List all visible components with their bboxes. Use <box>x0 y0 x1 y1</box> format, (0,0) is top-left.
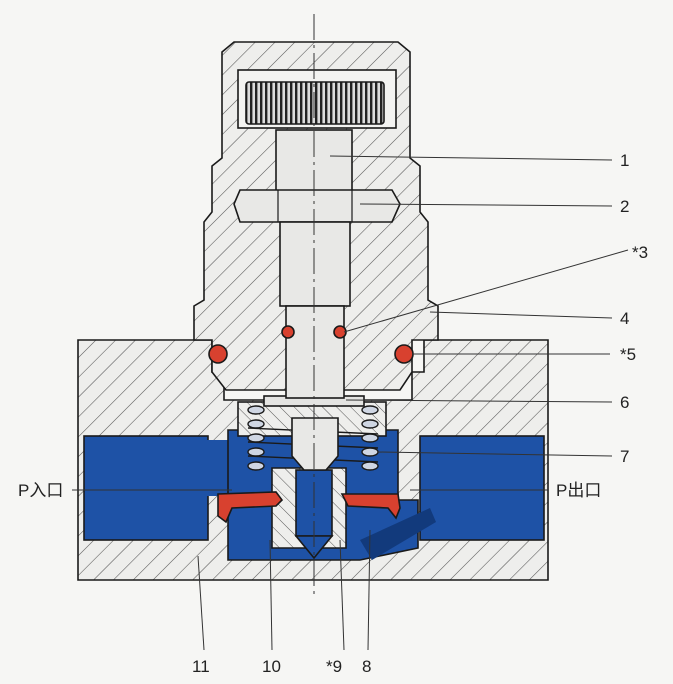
right-diaphragm <box>340 493 401 520</box>
leader-lines <box>72 155 629 651</box>
valve-plunger <box>291 417 339 471</box>
label-inlet: P入口 <box>18 481 63 500</box>
body-o-ring-left <box>208 344 228 364</box>
label-11: 11 <box>192 657 210 676</box>
spindle-o-ring-left <box>281 325 295 339</box>
spindle <box>279 221 351 307</box>
label-outlet: P出口 <box>556 481 601 500</box>
outlet-passage <box>360 508 436 560</box>
left-diaphragm <box>217 491 284 524</box>
label-6: 6 <box>620 393 629 412</box>
inlet-channel <box>184 440 228 496</box>
label-1: 1 <box>620 151 629 170</box>
label-9: *9 <box>326 657 342 676</box>
outlet-port <box>419 435 545 541</box>
label-4: 4 <box>620 309 629 328</box>
body-o-ring-right <box>394 344 414 364</box>
label-10: 10 <box>262 657 281 676</box>
label-3: *3 <box>632 243 648 262</box>
spindle-o-ring-right <box>333 325 347 339</box>
label-5: *5 <box>620 345 636 364</box>
label-7: 7 <box>620 447 629 466</box>
adjusting-knob <box>245 81 385 125</box>
label-2: 2 <box>620 197 629 216</box>
lock-nut <box>233 189 401 223</box>
spindle-lower <box>285 305 345 399</box>
label-8: 8 <box>362 657 371 676</box>
